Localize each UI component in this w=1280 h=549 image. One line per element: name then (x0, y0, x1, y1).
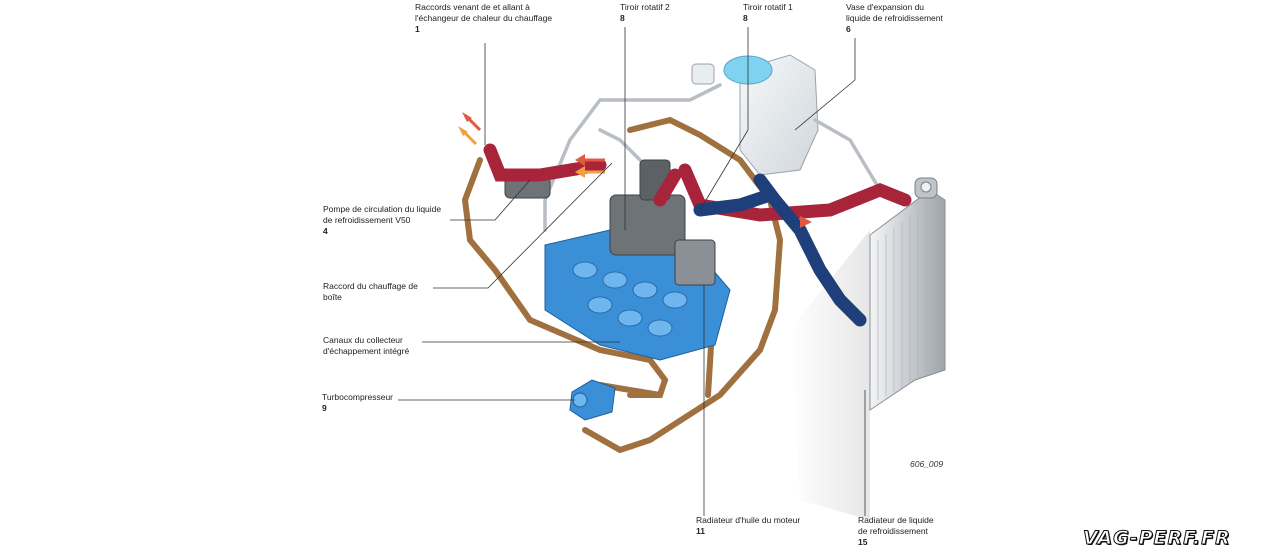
label-coolant-pump: Pompe de circulation du liquide de refro… (323, 204, 463, 237)
label-heater-connections: Raccords venant de et allant à l'échange… (415, 2, 575, 35)
figure-id: 606_009 (910, 459, 944, 469)
label-turbocharger: Turbocompresseur 9 (322, 392, 442, 414)
cold-hoses (693, 173, 867, 327)
label-text: Radiateur d'huile du moteur (696, 515, 801, 525)
label-text: Pompe de circulation du liquide de refro… (323, 204, 442, 225)
label-text: Raccord du chauffage de boîte (323, 281, 418, 302)
label-text: Radiateur de liquide de refroidissement (858, 515, 934, 536)
site-logo: VAG-PERF.FR (1083, 527, 1231, 549)
flow-arrows (458, 112, 812, 228)
label-number: 11 (696, 526, 705, 536)
label-number: 15 (858, 537, 868, 547)
label-number: 6 (846, 24, 851, 34)
hot-hoses (483, 143, 912, 222)
radiator-15 (869, 177, 946, 411)
label-number: 8 (743, 13, 748, 23)
label-rotary-valve-1: Tiroir rotatif 1 8 (743, 2, 843, 24)
label-number: 9 (322, 403, 327, 413)
label-text: Canaux du collecteur d'échappement intég… (323, 335, 410, 356)
label-number: 1 (415, 24, 420, 34)
label-number: 4 (323, 226, 328, 236)
label-text: Raccords venant de et allant à l'échange… (415, 2, 553, 23)
label-radiator: Radiateur de liquide de refroidissement … (858, 515, 978, 548)
label-expansion-tank: Vase d'expansion du liquide de refroidis… (846, 2, 976, 35)
turbocharger-9 (569, 379, 616, 421)
label-text: Turbocompresseur (322, 392, 394, 402)
label-gearbox-heating: Raccord du chauffage de boîte (323, 281, 443, 303)
label-exhaust-channels: Canaux du collecteur d'échappement intég… (323, 335, 443, 357)
leader-lines (398, 27, 866, 516)
label-rotary-valve-2: Tiroir rotatif 2 8 (620, 2, 720, 24)
label-number: 8 (620, 13, 625, 23)
label-text: Tiroir rotatif 1 (743, 2, 793, 12)
label-text: Vase d'expansion du liquide de refroidis… (846, 2, 943, 23)
label-oil-cooler: Radiateur d'huile du moteur 11 (696, 515, 836, 537)
label-text: Tiroir rotatif 2 (620, 2, 670, 12)
expansion-tank-6 (691, 54, 819, 176)
